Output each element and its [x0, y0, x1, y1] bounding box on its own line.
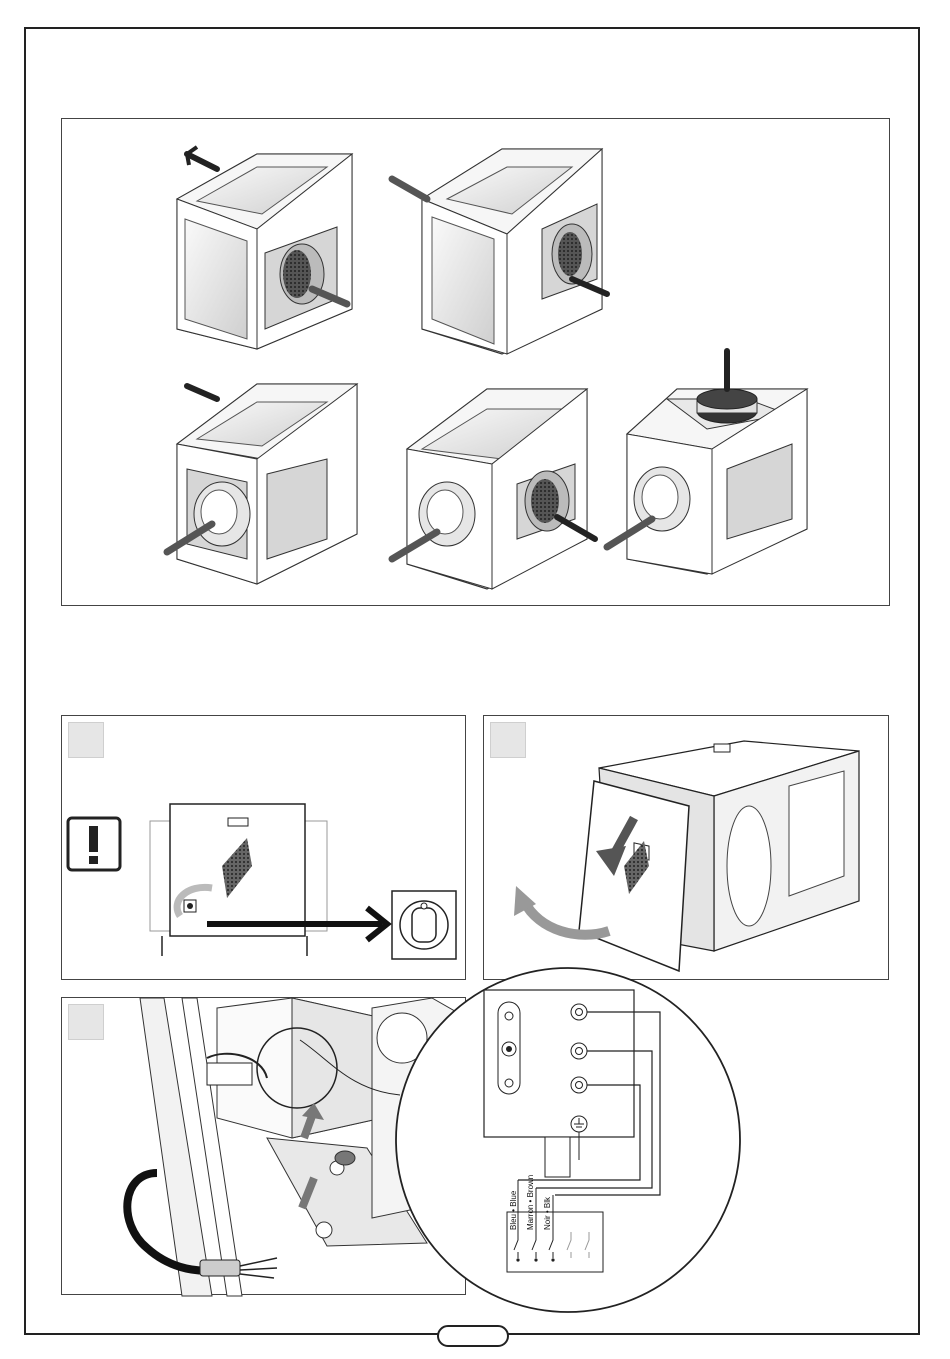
configurations-illustration	[62, 119, 891, 607]
step-1-illustration	[62, 716, 467, 981]
page-number-tab	[437, 1325, 509, 1347]
step-2-panel	[483, 715, 889, 980]
step-1-panel	[61, 715, 466, 980]
rotary-isolator-switch-icon	[392, 891, 456, 959]
configurations-panel	[61, 118, 890, 606]
fan-box-config-5	[607, 351, 807, 574]
fan-box-config-2	[392, 149, 607, 354]
step-3-panel	[61, 997, 466, 1295]
step-3-illustration	[62, 998, 467, 1296]
exclamation-warning-icon	[68, 818, 120, 870]
step-2-illustration	[484, 716, 890, 981]
fan-box-config-3	[167, 384, 357, 584]
fan-box-config-1	[177, 147, 352, 349]
fan-box-config-4	[392, 389, 595, 589]
